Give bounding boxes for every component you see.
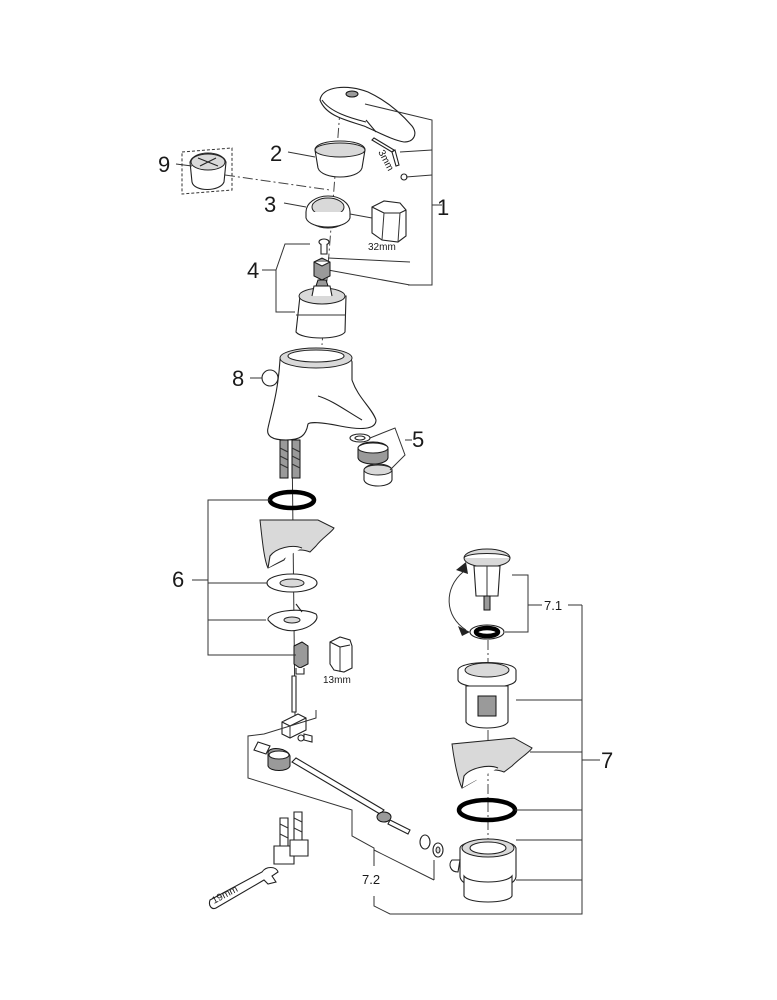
callout-7: 7 — [601, 748, 613, 773]
callout-7-1: 7.1 — [544, 598, 562, 613]
pivot-seal — [419, 834, 444, 858]
pop-up-stopper — [463, 548, 511, 611]
callout-7-bracket — [515, 604, 600, 914]
callout-6-bracket — [192, 499, 296, 656]
callout-6: 6 — [172, 567, 184, 592]
callout-5-bracket — [369, 427, 412, 471]
retaining-screw — [318, 238, 330, 255]
wrench-19mm — [208, 866, 279, 910]
callout-9-leader — [175, 163, 193, 167]
stopper-seal — [469, 624, 505, 640]
mounting-seal — [259, 519, 335, 569]
socket-13-size-label: 13mm — [323, 675, 351, 686]
clamp-screw — [253, 733, 313, 755]
threaded-rod — [291, 675, 297, 713]
horseshoe-plate — [267, 603, 318, 632]
aerator-insert — [357, 441, 389, 465]
supply-connectors — [273, 811, 309, 865]
mounting-washer — [266, 573, 318, 593]
fixing-nut — [293, 641, 309, 675]
socket-32mm — [371, 200, 407, 243]
callout-1-bracket — [327, 103, 442, 286]
callout-4: 4 — [247, 258, 259, 283]
cartridge — [295, 279, 347, 339]
socket-32-leader — [349, 213, 373, 219]
rotation-arrow — [448, 562, 470, 636]
mounting-o-ring — [267, 489, 317, 511]
handle-insert-box — [181, 147, 233, 195]
cartridge-adapter — [313, 257, 331, 281]
lever-handle — [319, 86, 416, 143]
callout-9: 9 — [158, 152, 170, 177]
callout-3-leader — [283, 202, 307, 208]
faucet-body — [261, 347, 377, 441]
aerator-housing — [363, 463, 393, 487]
pivot-rod — [291, 757, 411, 835]
pivot-nut — [267, 748, 291, 771]
assembly-axis — [224, 109, 489, 850]
flexible-hose — [279, 439, 301, 479]
callout-2: 2 — [270, 141, 282, 166]
callout-3: 3 — [264, 192, 276, 217]
callout-4-bracket — [262, 243, 310, 313]
callout-2-leader — [287, 151, 316, 158]
callout-5: 5 — [412, 427, 424, 452]
callout-7-2: 7.2 — [362, 872, 380, 887]
pull-rod-clamp — [281, 713, 307, 739]
aerator-washer — [349, 433, 371, 443]
waste-body — [449, 838, 517, 903]
hex-key-3mm — [371, 137, 408, 181]
callout-1: 1 — [437, 195, 449, 220]
callout-8: 8 — [232, 366, 244, 391]
socket-13mm — [329, 636, 353, 673]
waste-o-ring — [456, 797, 518, 823]
cartridge-nut — [305, 195, 351, 229]
waste-seal — [451, 737, 533, 789]
cover-cap — [314, 140, 366, 178]
waste-flange — [457, 662, 517, 729]
handle-insert — [189, 152, 227, 191]
socket-32-size-label: 32mm — [368, 242, 396, 253]
